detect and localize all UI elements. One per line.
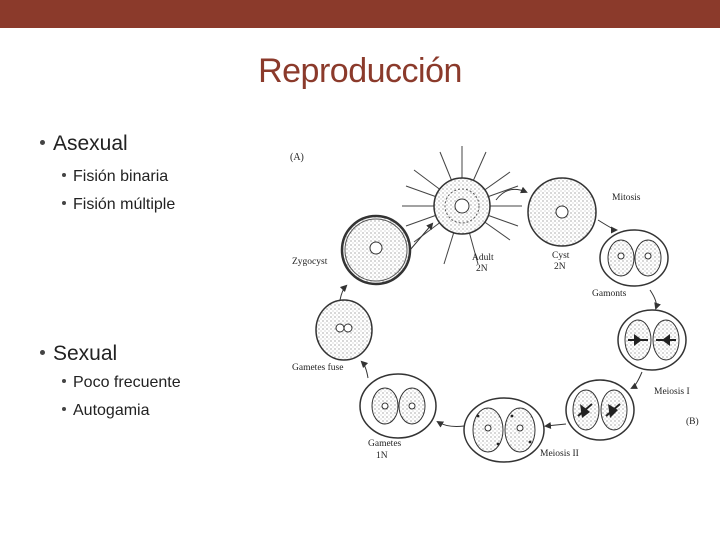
sub-bullet-autogamia: Autogamia	[62, 402, 150, 420]
bullet-dot-icon	[40, 349, 45, 355]
gametes-ploidy-label: 1N	[376, 451, 388, 461]
bullet-dot-icon	[40, 139, 45, 145]
adult-label: Adult	[472, 253, 494, 263]
meiosis-transition-cell	[565, 379, 635, 441]
cyst-cell	[527, 177, 597, 247]
gametes-fuse-label: Gametes fuse	[292, 362, 343, 373]
gametes-label: Gametes	[368, 439, 402, 449]
cyst-label: Cyst	[552, 251, 570, 261]
cyst-ploidy-label: 2N	[554, 262, 566, 272]
adult-cell	[402, 146, 522, 265]
meiosis-i-cell	[617, 309, 687, 371]
gamonts-label: Gamonts	[592, 289, 627, 299]
bullet-dot-icon	[62, 172, 66, 177]
meiosis-ii-cell	[463, 397, 545, 463]
bullet-sexual: Sexual	[40, 342, 117, 366]
gametes-fuse-cell	[315, 299, 373, 361]
panel-a-label: (A)	[290, 152, 304, 163]
bullet-dot-icon	[62, 378, 66, 383]
zygocyst-label: Zygocyst	[292, 257, 328, 267]
adult-ploidy-label: 2N	[476, 264, 488, 274]
zygocyst-cell	[340, 214, 412, 286]
slide-title: Reproducción	[258, 52, 462, 90]
top-accent-bar	[0, 0, 720, 28]
sub-bullet-fision-binaria: Fisión binaria	[62, 168, 168, 186]
life-cycle-diagram: Adult 2N Cyst 2N Mitosis Gamonts	[290, 146, 699, 463]
gametes-cell	[359, 373, 437, 439]
sub-bullet-poco-frecuente: Poco frecuente	[62, 374, 181, 392]
bullet-dot-icon	[62, 406, 66, 411]
mitosis-label: Mitosis	[612, 193, 641, 203]
meiosis-ii-label: Meiosis II	[540, 449, 579, 459]
life-cycle-figure: Adult 2N Cyst 2N Mitosis Gamonts	[282, 140, 702, 480]
meiosis-i-label: Meiosis I	[654, 387, 690, 397]
bullet-dot-icon	[62, 200, 66, 205]
sub-bullet-fision-multiple: Fisión múltiple	[62, 196, 175, 214]
cycle-arrows	[339, 186, 661, 429]
panel-b-label: (B)	[686, 416, 699, 427]
gamonts-cell	[599, 229, 669, 287]
bullet-asexual: Asexual	[40, 132, 128, 156]
